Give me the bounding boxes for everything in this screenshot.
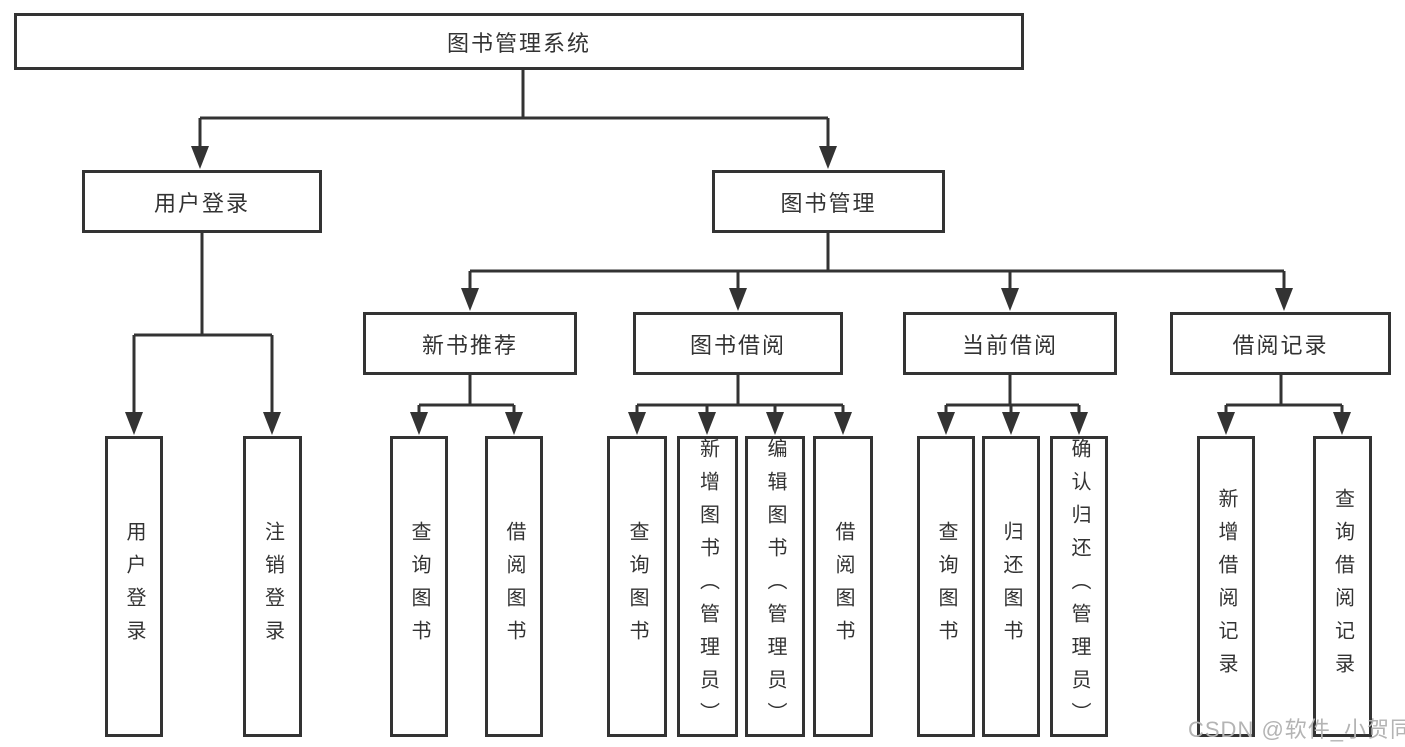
- leaf-query-books-recommend: 查询图书: [390, 436, 448, 737]
- leaf-query-books-current: 查询图书: [917, 436, 975, 737]
- leaf-label: 借阅图书: [503, 520, 525, 653]
- leaf-query-borrow-record: 查询借阅记录: [1313, 436, 1372, 737]
- node-label: 图书管理系统: [446, 30, 591, 56]
- leaf-borrow-books-recommend: 借阅图书: [485, 436, 543, 737]
- node-label: 借阅记录: [1232, 332, 1329, 358]
- node-borrowing-records: 借阅记录: [1170, 312, 1391, 375]
- node-label: 当前借阅: [961, 332, 1058, 358]
- node-label: 图书管理: [780, 190, 877, 216]
- leaf-query-books-borrowing: 查询图书: [607, 436, 667, 737]
- leaf-label: 查询图书: [408, 520, 430, 653]
- leaf-label: 新增图书（管理员）: [696, 438, 719, 735]
- node-book-management: 图书管理: [712, 170, 945, 233]
- node-library-management-system: 图书管理系统: [14, 13, 1024, 70]
- leaf-label: 注销登录: [261, 520, 284, 653]
- node-label: 用户登录: [153, 190, 250, 216]
- node-label: 新书推荐: [421, 332, 518, 358]
- watermark: CSDN @软件_小贺同学: [1188, 717, 1405, 742]
- leaf-label: 用户登录: [123, 520, 145, 653]
- leaf-user-login: 用户登录: [105, 436, 163, 737]
- node-current-borrowing: 当前借阅: [903, 312, 1117, 375]
- leaf-label: 查询图书: [626, 520, 648, 653]
- node-book-borrowing: 图书借阅: [633, 312, 843, 375]
- leaf-label: 查询借阅记录: [1331, 487, 1354, 686]
- leaf-logout-login: 注销登录: [243, 436, 302, 737]
- leaf-borrow-books-borrowing: 借阅图书: [813, 436, 873, 737]
- node-user-login: 用户登录: [82, 170, 322, 233]
- leaf-label: 确认归还（管理员）: [1068, 438, 1090, 735]
- leaf-label: 借阅图书: [832, 520, 854, 653]
- leaf-edit-books-admin: 编辑图书（管理员）: [745, 436, 805, 737]
- leaf-label: 新增借阅记录: [1215, 487, 1237, 686]
- leaf-label: 编辑图书（管理员）: [764, 438, 786, 735]
- node-label: 图书借阅: [689, 332, 786, 358]
- leaf-add-books-admin: 新增图书（管理员）: [677, 436, 738, 737]
- leaf-label: 归还图书: [1000, 520, 1022, 653]
- node-new-book-recommendation: 新书推荐: [363, 312, 577, 375]
- leaf-label: 查询图书: [935, 520, 957, 653]
- leaf-confirm-return-admin: 确认归还（管理员）: [1050, 436, 1108, 737]
- leaf-return-books: 归还图书: [982, 436, 1040, 737]
- leaf-add-borrow-record: 新增借阅记录: [1197, 436, 1255, 737]
